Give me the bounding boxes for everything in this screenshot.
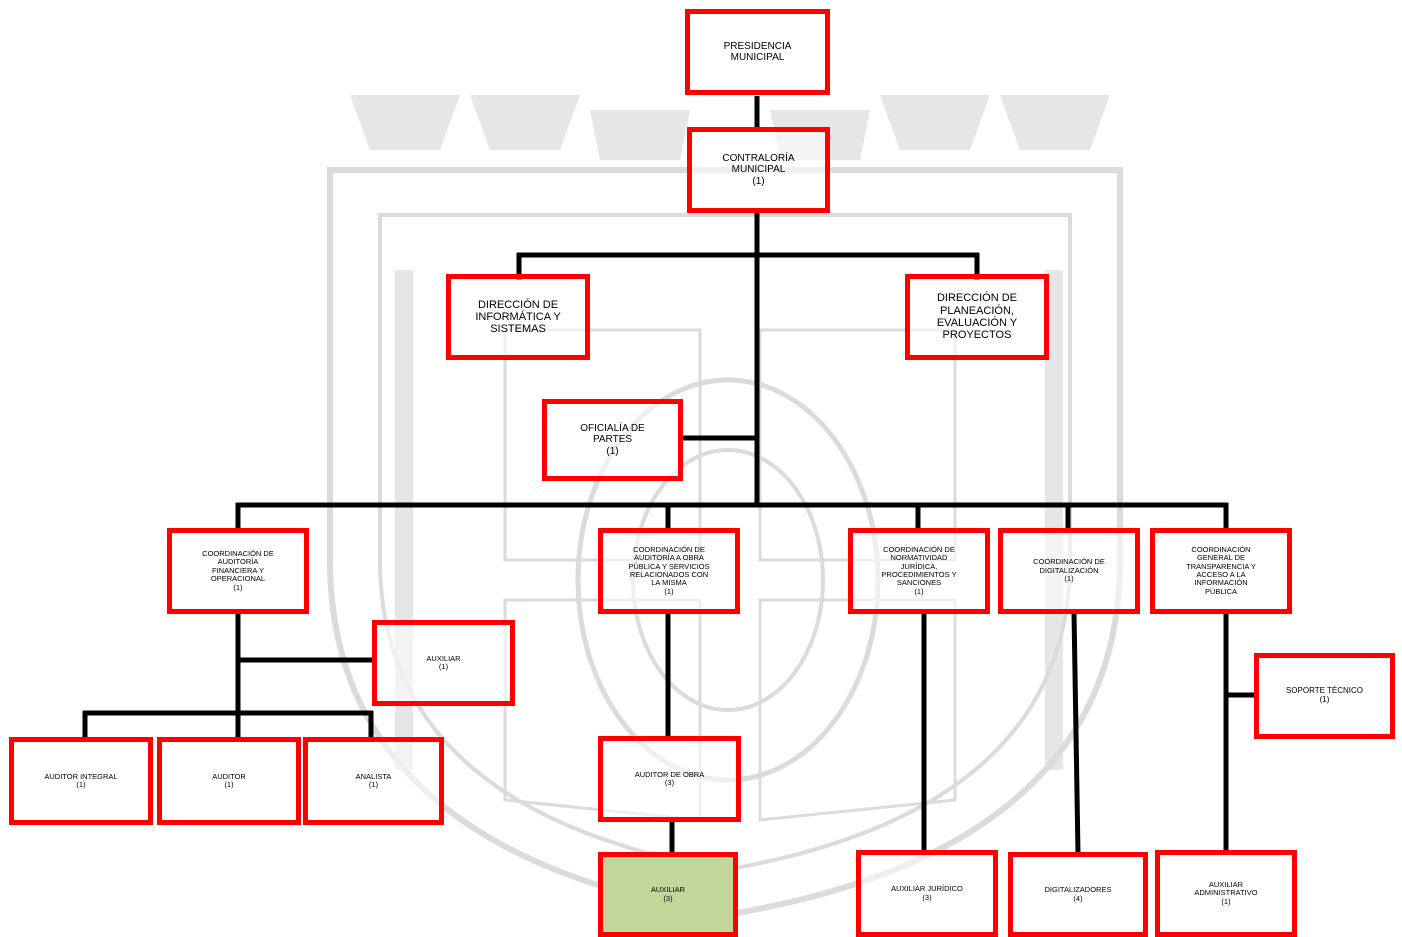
node-auxiliar-financiera: AUXILIAR(1): [372, 620, 515, 706]
node-count: (3): [663, 893, 673, 903]
node-count: (1): [438, 662, 449, 671]
node-count: (1): [1319, 695, 1330, 704]
node-title: PRESIDENCIA MUNICIPAL: [723, 40, 792, 63]
node-count: (1): [914, 586, 924, 596]
node-analista: ANALISTA(1): [303, 737, 444, 825]
node-title: DIRECCIÓN DE INFORMÁTICA Y SISTEMAS: [475, 298, 561, 336]
node-title: AUXILIAR JURÍDICO: [891, 884, 963, 894]
node-title: AUDITOR DE OBRA: [634, 769, 705, 779]
node-coord-digitalizacion: COORDINACIÓN DE DIGITALIZACIÓN(1): [998, 528, 1140, 614]
node-coord-auditoria-obra: COORDINACIÓN DE AUDITORÍA A OBRA PÚBLICA…: [598, 528, 740, 614]
node-title: AUXILIAR ADMINISTRATIVO: [1194, 879, 1258, 898]
node-title: ANALISTA: [355, 771, 392, 781]
node-count: (1): [606, 445, 619, 457]
node-count: (1): [368, 780, 379, 789]
node-direccion-informatica: DIRECCIÓN DE INFORMÁTICA Y SISTEMAS: [446, 274, 590, 360]
node-count: (3): [664, 778, 675, 787]
node-title: SOPORTE TÉCNICO: [1285, 686, 1364, 696]
node-auditor-de-obra: AUDITOR DE OBRA(3): [598, 736, 741, 822]
node-title: COORDINACIÓN GENERAL DE TRANSPARENCIA Y …: [1186, 544, 1256, 596]
node-auditor: AUDITOR(1): [157, 737, 301, 825]
node-count: (1): [1064, 574, 1074, 584]
node-oficialia-de-partes: OFICIALÍA DE PARTES(1): [542, 399, 683, 481]
node-title: AUDITOR: [212, 771, 246, 781]
node-coord-auditoria-financiera: COORDINACIÓN DE AUDITORÍA FINANCIERA Y O…: [167, 528, 309, 614]
node-title: COORDINACIÓN DE NORMATIVIDAD JURÍDICA, P…: [881, 544, 957, 588]
node-coord-transparencia: COORDINACIÓN GENERAL DE TRANSPARENCIA Y …: [1150, 528, 1292, 614]
node-auxiliar-juridico: AUXILIAR JURÍDICO(3): [856, 850, 998, 937]
node-soporte-tecnico: SOPORTE TÉCNICO(1): [1254, 653, 1395, 739]
node-title: OFICIALÍA DE PARTES: [580, 423, 645, 446]
node-auxiliar-obra: AUXILIAR(3): [598, 852, 738, 937]
node-count: (1): [664, 586, 674, 596]
node-count: (1): [76, 780, 86, 789]
node-count: (1): [233, 582, 243, 592]
node-title: AUXILIAR: [650, 885, 686, 895]
node-direccion-planeacion: DIRECCIÓN DE PLANEACIÓN, EVALUACIÓN Y PR…: [905, 274, 1049, 360]
node-auditor-integral: AUDITOR INTEGRAL(1): [9, 737, 153, 825]
node-count: (1): [752, 175, 765, 187]
node-contraloria-municipal: CONTRALORÍA MUNICIPAL(1): [687, 127, 830, 213]
node-title: AUXILIAR: [426, 653, 461, 663]
node-auxiliar-administrativo: AUXILIAR ADMINISTRATIVO(1): [1155, 850, 1297, 937]
node-count: (1): [224, 780, 234, 789]
node-title: AUDITOR INTEGRAL: [44, 771, 118, 781]
node-count: (3): [922, 892, 932, 902]
node-title: COORDINACIÓN DE AUDITORÍA FINANCIERA Y O…: [202, 549, 274, 584]
node-coord-normatividad: COORDINACIÓN DE NORMATIVIDAD JURÍDICA, P…: [848, 528, 990, 614]
node-title: DIRECCIÓN DE PLANEACIÓN, EVALUACIÓN Y PR…: [936, 292, 1018, 342]
node-digitalizadores: DIGITALIZADORES(4): [1008, 852, 1148, 937]
node-count: (1): [1221, 896, 1231, 906]
node-presidencia-municipal: PRESIDENCIA MUNICIPAL: [685, 9, 830, 95]
node-title: CONTRALORÍA MUNICIPAL: [722, 153, 795, 176]
node-count: (4): [1073, 893, 1083, 903]
node-title: COORDINACIÓN DE AUDITORÍA A OBRA PÚBLICA…: [628, 544, 710, 588]
node-title: COORDINACIÓN DE DIGITALIZACIÓN: [1033, 557, 1105, 575]
node-title: DIGITALIZADORES: [1044, 885, 1112, 895]
